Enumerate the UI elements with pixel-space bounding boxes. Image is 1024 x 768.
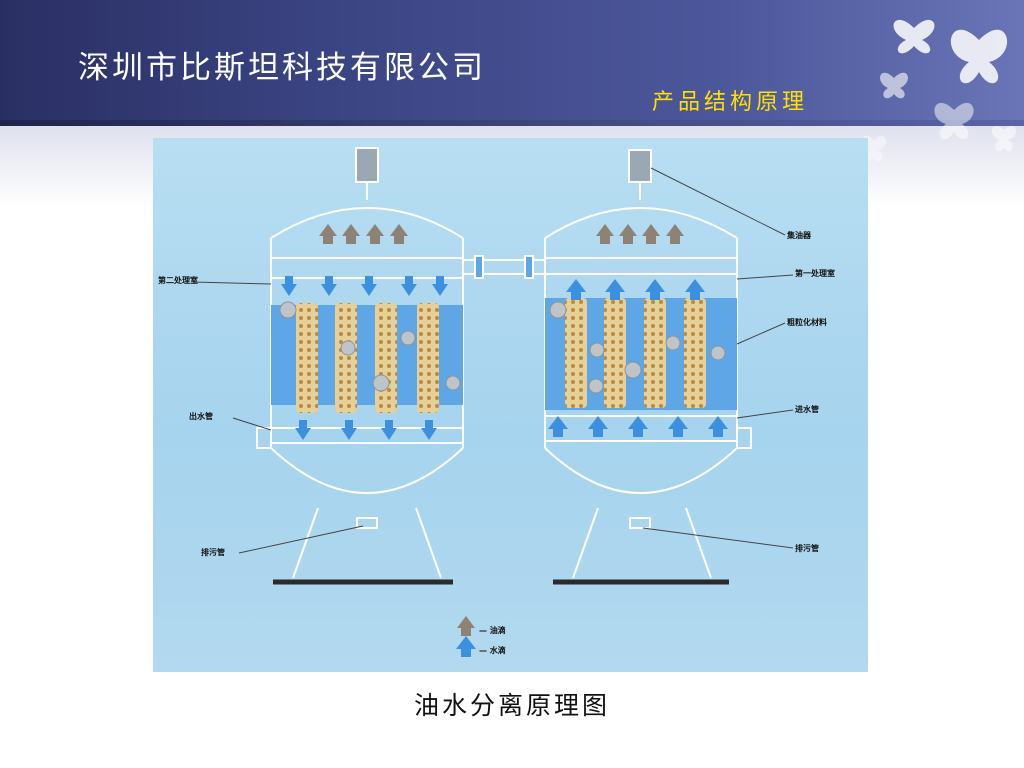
diagram-caption: 油水分离原理图: [413, 691, 610, 720]
label-inlet-pipe: 进水管: [795, 404, 819, 414]
label-second-chamber: 第二处理室: [158, 275, 198, 285]
butterfly-icon: [991, 125, 1017, 151]
legend-oil: — 油滴: [479, 625, 506, 635]
right-oil-arrows: [596, 224, 684, 244]
separation-diagram: 第二处理室 出水管 排污管 集油器 第一处理室 粗粒化材料 进水管 排污管 — …: [153, 138, 868, 672]
label-coalescing-material: 粗粒化材料: [787, 317, 827, 327]
left-oil-arrows: [319, 224, 408, 244]
butterfly-icon: [950, 29, 1008, 84]
right-coalescing-columns: [565, 298, 706, 408]
butterfly-icon: [934, 102, 974, 140]
butterfly-icon: [880, 72, 908, 99]
label-first-chamber: 第一处理室: [795, 268, 835, 278]
butterfly-decoration: [861, 19, 1017, 161]
connecting-pipe: [463, 255, 545, 279]
company-title: 深圳市比斯坦科技有限公司: [78, 50, 486, 86]
legend-water-arrow-icon: [456, 636, 476, 657]
label-outlet-pipe: 出水管: [189, 411, 213, 421]
slide-subtitle: 产品结构原理: [652, 90, 809, 115]
label-oil-collector: 集油器: [786, 230, 812, 240]
header-divider: [0, 120, 1024, 126]
label-drain-right: 排污管: [795, 543, 819, 553]
label-drain-left: 排污管: [201, 547, 225, 557]
butterfly-icon: [893, 19, 935, 54]
legend-oil-arrow-icon: [457, 616, 475, 636]
legend: — 油滴 — 水滴: [456, 616, 506, 657]
header-banner: [0, 0, 1024, 122]
right-vessel: [544, 149, 752, 585]
legend-water: — 水滴: [479, 645, 506, 655]
